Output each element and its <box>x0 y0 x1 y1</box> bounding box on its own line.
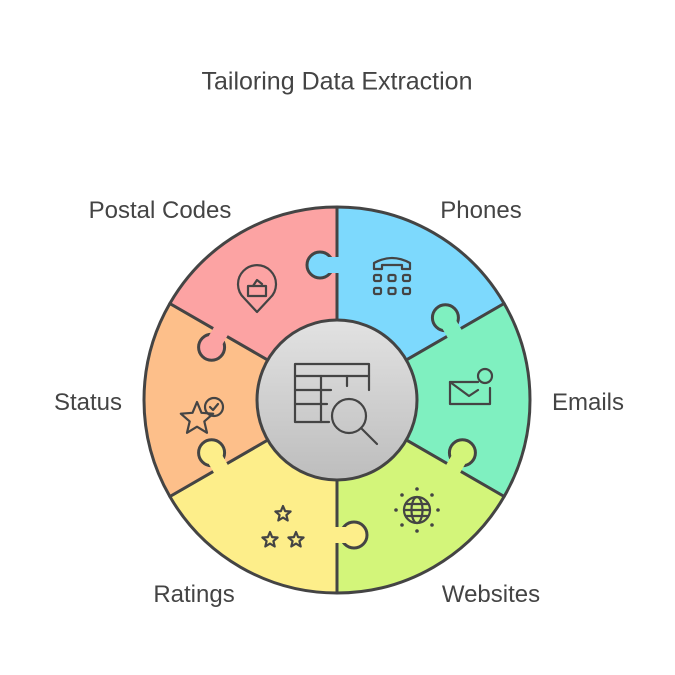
table-search-icon <box>293 362 379 446</box>
label-status: Status <box>53 389 123 416</box>
label-postal-codes: Postal Codes <box>88 197 232 224</box>
puzzle-knob-neck <box>445 448 470 474</box>
diagram-title: Tailoring Data Extraction <box>201 67 473 96</box>
puzzle-knob-neck <box>204 326 229 352</box>
puzzle-knob-neck <box>335 527 354 543</box>
email-icon <box>448 367 494 406</box>
segment-emails <box>335 302 532 498</box>
stars-icon <box>261 504 305 548</box>
puzzle-knob-neck <box>320 257 339 273</box>
globe-icon <box>394 487 440 533</box>
segment-status <box>142 302 339 498</box>
label-emails: Emails <box>551 389 625 416</box>
label-phones: Phones <box>440 197 522 224</box>
center-circle <box>255 318 419 482</box>
label-websites: Websites <box>441 581 541 608</box>
phone-icon <box>372 256 412 296</box>
puzzle-knob-neck <box>204 448 229 474</box>
location-pin-icon <box>236 264 278 314</box>
label-ratings: Ratings <box>153 581 235 608</box>
star-check-icon <box>179 396 225 434</box>
puzzle-knob-neck <box>438 313 462 339</box>
